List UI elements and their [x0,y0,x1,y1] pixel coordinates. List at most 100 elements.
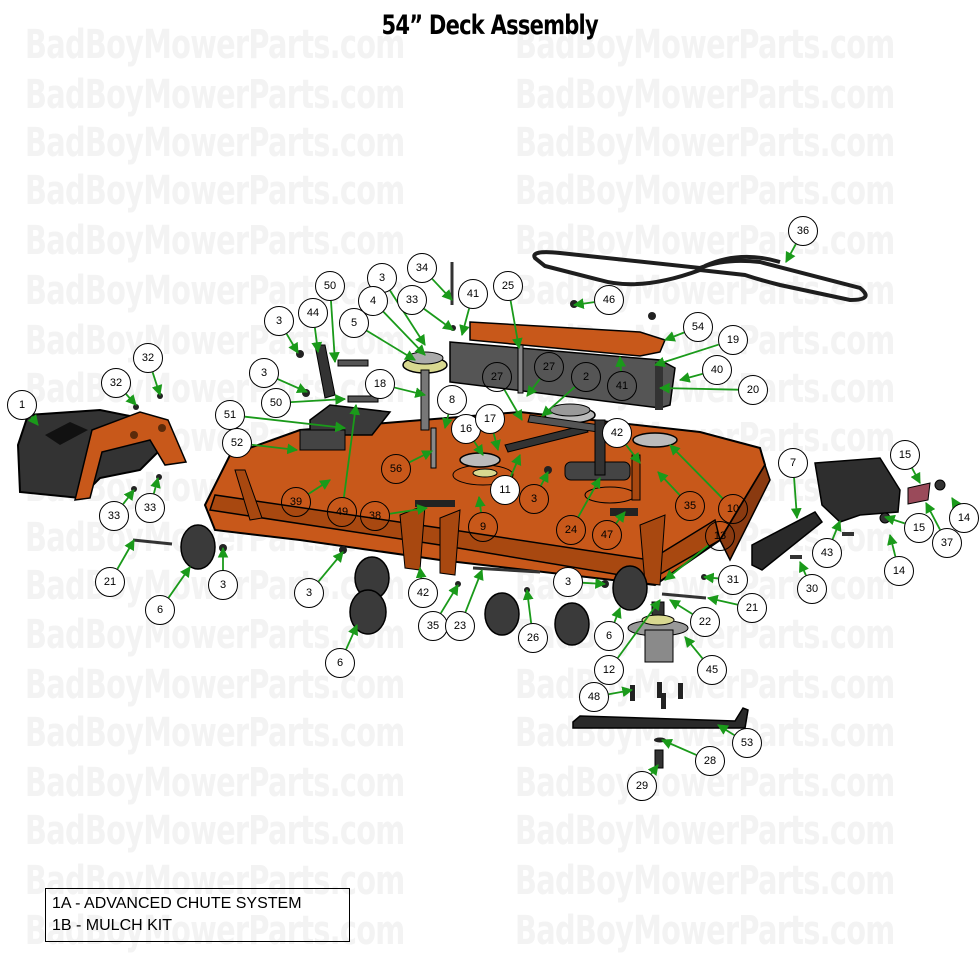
part-callout-33[interactable]: 33 [135,493,165,523]
part-callout-50[interactable]: 50 [315,271,345,301]
part-callout-22[interactable]: 22 [690,607,720,637]
part-callout-15[interactable]: 15 [904,513,934,543]
part-callout-2[interactable]: 2 [571,362,601,392]
callout-arrow [308,479,331,495]
part-callout-3[interactable]: 3 [264,306,294,336]
part-callout-40[interactable]: 40 [702,355,732,385]
part-callout-18[interactable]: 18 [365,369,395,399]
height-linkage [296,344,392,451]
drive-belt [532,250,868,303]
part-callout-35[interactable]: 35 [675,491,705,521]
callout-arrow [503,389,523,421]
part-callout-29[interactable]: 29 [627,771,657,801]
part-callout-34[interactable]: 34 [407,253,437,283]
watermark-text: BadBoyMowerParts.com [25,858,405,904]
part-callout-1[interactable]: 1 [7,390,37,420]
part-callout-3[interactable]: 3 [294,578,324,608]
part-callout-39[interactable]: 39 [281,487,311,517]
part-callout-10[interactable]: 10 [718,494,748,524]
part-callout-19[interactable]: 19 [718,325,748,355]
part-callout-54[interactable]: 54 [683,312,713,342]
part-callout-48[interactable]: 48 [579,682,609,712]
part-callout-51[interactable]: 51 [215,400,245,430]
part-callout-41[interactable]: 41 [607,371,637,401]
part-callout-15[interactable]: 15 [890,440,920,470]
part-callout-28[interactable]: 28 [695,746,725,776]
part-callout-3[interactable]: 3 [208,570,238,600]
callout-arrow [423,308,454,331]
legend-item-1a: 1A - ADVANCED CHUTE SYSTEM [52,895,302,912]
callout-arrow [572,298,595,309]
part-callout-13[interactable]: 13 [705,521,735,551]
part-callout-7[interactable]: 7 [778,448,808,478]
part-callout-20[interactable]: 20 [738,375,768,405]
part-callout-3[interactable]: 3 [519,484,549,514]
callout-arrow [887,533,898,557]
part-callout-21[interactable]: 21 [95,567,125,597]
part-callout-14[interactable]: 14 [949,503,979,533]
callout-arrow [251,443,299,455]
callout-arrow [125,393,137,406]
part-callout-52[interactable]: 52 [222,428,252,458]
part-callout-8[interactable]: 8 [437,385,467,415]
part-callout-33[interactable]: 33 [99,501,129,531]
callout-arrow [664,544,709,581]
callout-arrow [647,764,659,777]
part-callout-53[interactable]: 53 [732,728,762,758]
part-callout-30[interactable]: 30 [797,574,827,604]
callout-arrow [611,606,622,623]
part-callout-14[interactable]: 14 [884,556,914,586]
part-callout-5[interactable]: 5 [339,308,369,338]
part-callout-25[interactable]: 25 [493,271,523,301]
callout-arrow [785,243,797,263]
part-callout-45[interactable]: 45 [697,655,727,685]
callout-arrow [122,489,135,505]
part-callout-9[interactable]: 9 [468,512,498,542]
part-callout-35[interactable]: 35 [418,611,448,641]
callout-arrow [951,497,962,510]
part-callout-56[interactable]: 56 [381,454,411,484]
part-callout-23[interactable]: 23 [445,611,475,641]
part-callout-24[interactable]: 24 [556,515,586,545]
part-callout-37[interactable]: 37 [932,528,962,558]
callout-arrow [717,724,735,736]
part-callout-41[interactable]: 41 [458,279,488,309]
part-callout-32[interactable]: 32 [133,343,163,373]
part-callout-32[interactable]: 32 [101,368,131,398]
part-callout-46[interactable]: 46 [594,285,624,315]
callout-arrow [702,572,719,584]
callout-arrow [614,511,626,524]
callout-arrow [409,450,433,464]
callout-arrow [658,382,739,394]
part-callout-6[interactable]: 6 [594,621,624,651]
part-callout-47[interactable]: 47 [592,520,622,550]
part-callout-43[interactable]: 43 [812,538,842,568]
part-callout-26[interactable]: 26 [518,623,548,653]
part-callout-50[interactable]: 50 [261,388,291,418]
part-callout-38[interactable]: 38 [360,501,390,531]
part-callout-31[interactable]: 31 [718,565,748,595]
part-callout-27[interactable]: 27 [482,362,512,392]
part-callout-42[interactable]: 42 [602,418,632,448]
callout-arrow [317,551,344,583]
part-callout-36[interactable]: 36 [788,216,818,246]
part-callout-49[interactable]: 49 [327,497,357,527]
callout-arrow [538,471,549,487]
part-callout-17[interactable]: 17 [475,404,505,434]
callout-arrow [27,414,39,426]
part-callout-27[interactable]: 27 [534,352,564,382]
callout-arrow [831,519,842,540]
callout-arrows [27,243,962,777]
watermark-text: BadBoyMowerParts.com [25,168,405,214]
part-callout-11[interactable]: 11 [490,475,520,505]
part-callout-6[interactable]: 6 [145,595,175,625]
part-callout-6[interactable]: 6 [325,648,355,678]
part-callout-21[interactable]: 21 [737,593,767,623]
part-callout-44[interactable]: 44 [298,298,328,328]
part-callout-12[interactable]: 12 [594,655,624,685]
part-callout-33[interactable]: 33 [397,285,427,315]
part-callout-3[interactable]: 3 [553,567,583,597]
part-callout-3[interactable]: 3 [249,358,279,388]
part-callout-42[interactable]: 42 [408,578,438,608]
callout-arrow [440,584,459,614]
